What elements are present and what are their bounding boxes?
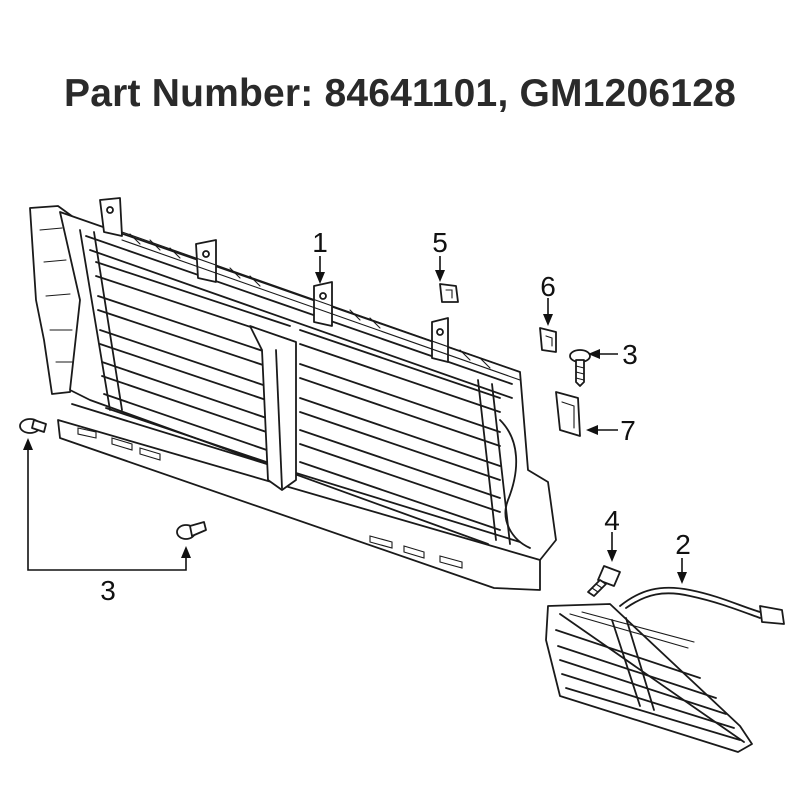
callout-5: 5 — [432, 227, 448, 258]
callout-6: 6 — [540, 271, 556, 302]
lower-shutter-assembly — [545, 586, 785, 753]
clip-part-5 — [439, 283, 459, 303]
callout-2: 2 — [675, 529, 691, 560]
bolt-part-3-right — [569, 349, 591, 387]
callout-3-left: 3 — [100, 575, 116, 606]
callout-4: 4 — [604, 505, 620, 536]
bracket-part-7 — [555, 391, 581, 437]
page-title: Part Number: 84641101, GM1206128 — [64, 72, 736, 115]
left-louver-bank — [95, 261, 291, 471]
clip-part-6 — [539, 327, 557, 353]
shutter-frame-assembly — [29, 197, 557, 591]
right-louver-bank — [299, 329, 501, 531]
leader-lines — [23, 256, 687, 584]
callout-7: 7 — [620, 415, 636, 446]
callout-1: 1 — [312, 227, 328, 258]
bolt-part-3-left-a — [19, 418, 47, 434]
bolt-part-3-left-b — [176, 521, 207, 540]
callout-3-right: 3 — [622, 339, 638, 370]
bolt-part-4 — [587, 565, 621, 597]
